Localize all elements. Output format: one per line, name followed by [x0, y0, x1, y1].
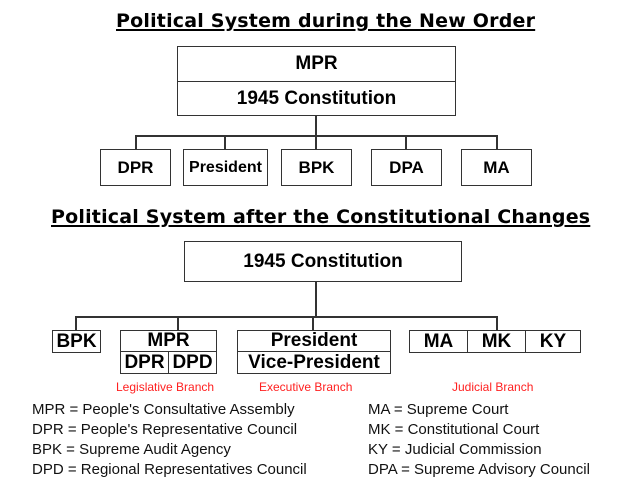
- top-connector-dpr: [135, 135, 137, 149]
- bottom-connector-executive: [312, 316, 314, 330]
- top-box-ma: MA: [461, 149, 532, 186]
- top-box-dpr: DPR: [100, 149, 171, 186]
- legend-item-ma: MA = Supreme Court: [368, 401, 509, 418]
- top-connector-bpk: [315, 135, 317, 149]
- legislative-dpr: DPR: [121, 352, 169, 374]
- top-diagram-title: Political System during the New Order: [116, 10, 536, 32]
- top-connector-president: [224, 135, 226, 149]
- top-root-box: MPR 1945 Constitution: [177, 46, 456, 116]
- executive-branch-label: Executive Branch: [259, 380, 353, 394]
- legend-item-bpk: BPK = Supreme Audit Agency: [32, 441, 231, 458]
- legend-left: MPR = People's Consultative Assembly DPR…: [32, 400, 307, 480]
- judicial-box: MA MK KY: [409, 330, 581, 353]
- legislative-box: MPR DPR DPD: [120, 330, 217, 374]
- executive-president: President: [238, 330, 390, 352]
- top-connector-ma: [496, 135, 498, 149]
- bottom-box-bpk: BPK: [52, 330, 101, 353]
- bottom-diagram-title: Political System after the Constitutiona…: [51, 206, 591, 228]
- top-box-bpk: BPK: [281, 149, 352, 186]
- bottom-connector-judicial: [496, 316, 498, 330]
- legend-item-dpd: DPD = Regional Representatives Council: [32, 461, 307, 478]
- bottom-connector-bpk: [75, 316, 77, 330]
- legend-item-ky: KY = Judicial Commission: [368, 441, 542, 458]
- bottom-root-constitution: 1945 Constitution: [184, 241, 462, 282]
- legend-right: MA = Supreme Court MK = Constitutional C…: [368, 400, 590, 480]
- legislative-mpr: MPR: [121, 330, 216, 352]
- top-root-connector: [315, 116, 317, 136]
- top-box-president: President: [183, 149, 268, 186]
- judicial-mk: MK: [468, 331, 526, 352]
- legislative-bottom-row: DPR DPD: [121, 352, 216, 374]
- legislative-branch-label: Legislative Branch: [116, 380, 215, 394]
- executive-box: President Vice-President: [237, 330, 391, 374]
- top-box-dpa: DPA: [371, 149, 442, 186]
- legislative-dpd: DPD: [172, 352, 213, 373]
- judicial-branch-label: Judicial Branch: [452, 380, 534, 394]
- judicial-ky: KY: [539, 330, 567, 352]
- bottom-root-connector: [315, 282, 317, 318]
- legend-item-mpr: MPR = People's Consultative Assembly: [32, 401, 295, 418]
- executive-vice-president: Vice-President: [248, 351, 380, 373]
- bottom-horizontal-connector: [75, 316, 498, 318]
- legend-item-dpr: DPR = People's Representative Council: [32, 421, 298, 438]
- legend-item-dpa: DPA = Supreme Advisory Council: [368, 461, 590, 478]
- bottom-connector-legislative: [177, 316, 179, 330]
- top-root-mpr: MPR: [178, 47, 455, 82]
- legend-item-mk: MK = Constitutional Court: [368, 421, 540, 438]
- judicial-ma: MA: [410, 331, 468, 352]
- top-connector-dpa: [405, 135, 407, 149]
- top-root-constitution: 1945 Constitution: [236, 87, 397, 109]
